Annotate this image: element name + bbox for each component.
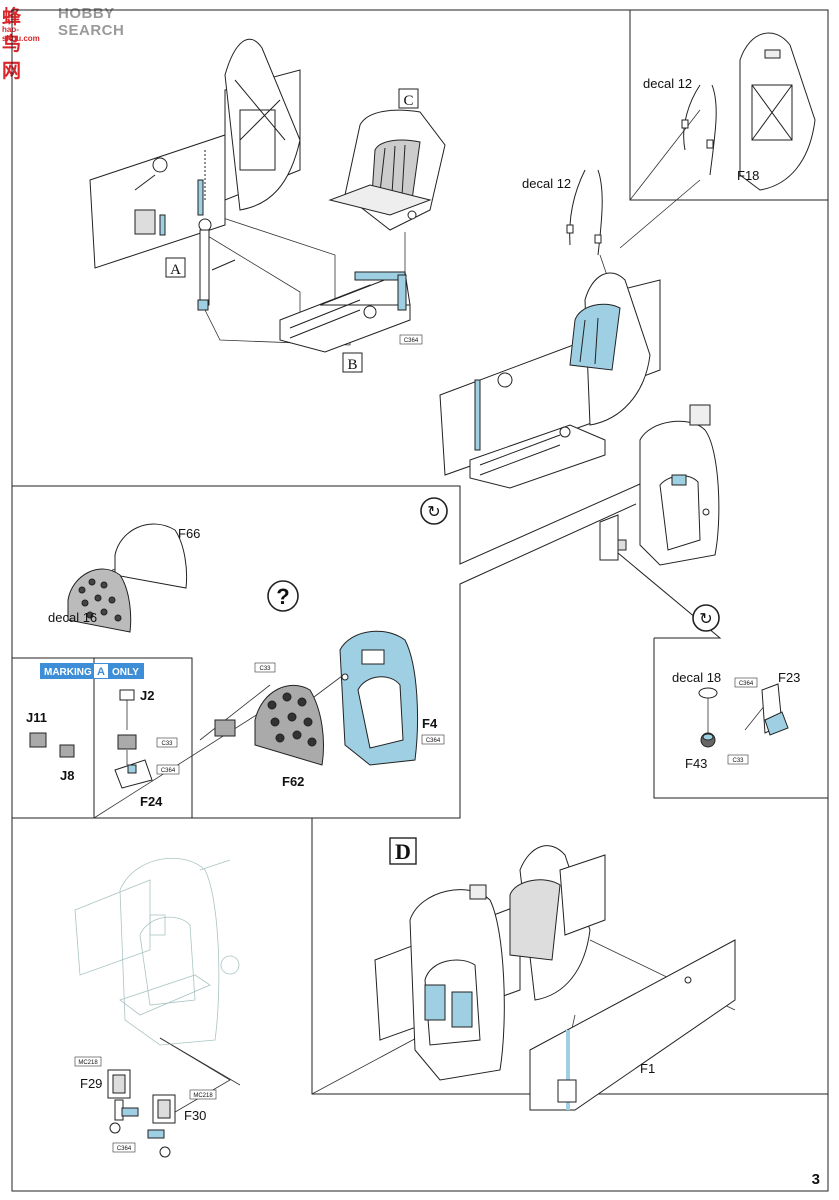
instrument-decal16 xyxy=(67,568,132,633)
rear-box-part xyxy=(599,514,627,561)
paint-code-tags xyxy=(74,334,758,1153)
label-decal12-top: decal 12 xyxy=(643,76,692,91)
marking-box-parts xyxy=(29,689,236,789)
svg-text:C364: C364 xyxy=(426,738,441,744)
svg-text:B: B xyxy=(347,357,357,373)
frame-step-top-divider xyxy=(12,483,641,565)
combined-cockpit-assembly xyxy=(439,272,661,489)
svg-text:A: A xyxy=(97,666,105,678)
rotate-icon: ↻ xyxy=(427,504,440,521)
label-j2: J2 xyxy=(140,688,154,703)
label-f66: F66 xyxy=(178,526,200,541)
rotate-symbol-top: ↻ xyxy=(420,497,448,525)
frame-inset-f23 xyxy=(653,638,828,799)
label-j8: J8 xyxy=(60,768,74,783)
step-label-a: A xyxy=(165,257,186,278)
label-f29: F29 xyxy=(80,1076,102,1091)
frame-marking-box xyxy=(12,657,193,818)
label-f30: F30 xyxy=(184,1108,206,1123)
label-j11: J11 xyxy=(26,710,47,725)
ghost-assembly xyxy=(74,857,240,1046)
bulkhead-assembly-upper xyxy=(89,38,301,269)
svg-text:C364: C364 xyxy=(739,681,754,687)
label-f18: F18 xyxy=(737,168,759,183)
bulkhead-f4 xyxy=(339,630,419,766)
svg-text:C33: C33 xyxy=(732,758,744,764)
label-f24: F24 xyxy=(140,794,163,809)
seat-belt-decal12-mid xyxy=(566,169,603,256)
step-label-b: B xyxy=(342,352,363,373)
svg-text:MC218: MC218 xyxy=(78,1060,98,1066)
marking-badge: MARKING A ONLY xyxy=(40,663,144,679)
part-labels: decal 12 F18 decal 12 F66 decal 16 J2 J1… xyxy=(26,76,800,1123)
frame-middle-divider xyxy=(12,503,637,819)
rear-bulkhead-frame xyxy=(639,404,720,566)
part-f23 xyxy=(761,683,789,736)
part-f43 xyxy=(698,687,718,748)
pilot-seat-part-c xyxy=(328,109,446,231)
question-icon: ? xyxy=(276,584,289,609)
svg-text:C33: C33 xyxy=(161,741,173,747)
svg-text:A: A xyxy=(170,262,181,278)
step-label-d: D xyxy=(389,837,417,865)
rotate-symbol-inset: ↻ xyxy=(692,604,720,632)
svg-text:C33: C33 xyxy=(259,666,271,672)
frame-inset-f23-pointer xyxy=(611,547,722,639)
rotate-icon: ↻ xyxy=(699,611,712,628)
step-label-c: C xyxy=(398,88,419,109)
svg-text:MC218: MC218 xyxy=(193,1093,213,1099)
label-f43: F43 xyxy=(685,756,707,771)
svg-text:C364: C364 xyxy=(161,768,176,774)
svg-text:C364: C364 xyxy=(117,1146,132,1152)
svg-text:C364: C364 xyxy=(404,338,419,344)
paint-code-text: C364 C33 C33 C364 C364 C364 C33 MC218 MC… xyxy=(78,338,754,1152)
seat-armor-f18 xyxy=(739,32,816,191)
instrument-panel-f62 xyxy=(254,685,324,766)
label-decal16: decal 16 xyxy=(48,610,97,625)
seat-belt-decal12-top xyxy=(681,84,717,176)
label-decal12-mid: decal 12 xyxy=(522,176,571,191)
final-assembly-d xyxy=(374,845,736,1111)
label-f62: F62 xyxy=(282,774,304,789)
cockpit-floor-part-b xyxy=(279,271,411,353)
question-symbol: ? xyxy=(267,580,299,612)
watermark-url: hao-shou.com xyxy=(2,25,40,43)
page-number: 3 xyxy=(812,1171,820,1188)
parts-f29-f30 xyxy=(107,1069,176,1158)
label-f23: F23 xyxy=(778,670,800,685)
svg-text:MARKING: MARKING xyxy=(44,667,92,678)
instrument-panel-f66 xyxy=(114,523,188,589)
watermark-brand: HOBBY SEARCH xyxy=(58,5,125,39)
page-border xyxy=(11,9,829,1192)
label-f4: F4 xyxy=(422,716,438,731)
control-stick-part xyxy=(197,218,236,311)
svg-text:ONLY: ONLY xyxy=(112,667,139,678)
label-decal18: decal 18 xyxy=(672,670,721,685)
svg-text:D: D xyxy=(395,839,411,864)
label-f1: F1 xyxy=(640,1061,655,1076)
svg-text:C: C xyxy=(403,93,413,109)
